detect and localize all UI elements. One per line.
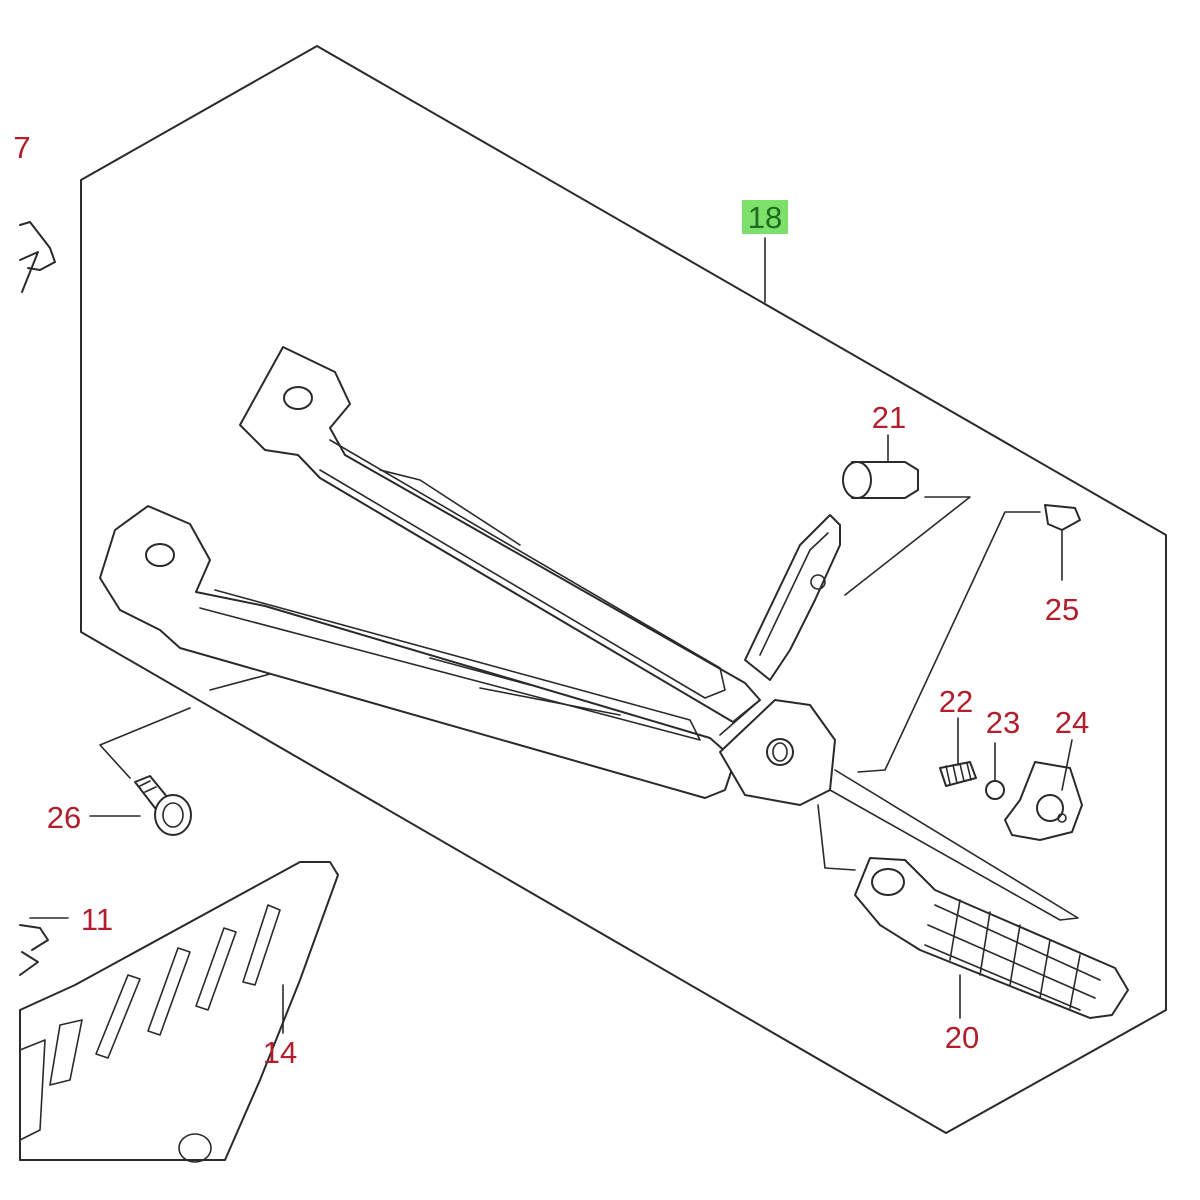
plate-part-24: [1004, 739, 1083, 841]
ball-part-23: [985, 742, 1005, 800]
label-11[interactable]: 11: [81, 902, 113, 937]
heel-plate-part-14: [19, 861, 339, 1163]
label-23[interactable]: 23: [986, 705, 1020, 740]
label-24[interactable]: 24: [1055, 705, 1089, 740]
label-26[interactable]: 26: [47, 800, 81, 835]
leader-24: [1061, 739, 1073, 791]
alignment-line-20: [817, 804, 856, 871]
label-20[interactable]: 20: [945, 1020, 979, 1055]
clip-part-25: [1044, 504, 1081, 581]
spring-part-22: [939, 717, 977, 787]
pin-part-21: [842, 434, 919, 499]
label-22[interactable]: 22: [939, 684, 973, 719]
alignment-line-25: [857, 511, 1041, 773]
alignment-line-21: [719, 496, 971, 736]
label-21[interactable]: 21: [872, 400, 906, 435]
highlight-18: [742, 200, 788, 234]
footpeg-part-20: [854, 857, 1129, 1019]
bolt-part-26: [89, 775, 192, 836]
part-11-partial: [19, 917, 69, 976]
bracket-part-18: [99, 346, 1079, 921]
assembly-outline: [80, 45, 1167, 1134]
label-18[interactable]: 18: [748, 200, 782, 235]
part-7-partial: [19, 221, 56, 293]
label-14[interactable]: 14: [263, 1035, 297, 1070]
label-7[interactable]: 7: [13, 130, 30, 165]
alignment-line-26: [99, 673, 271, 779]
label-25[interactable]: 25: [1045, 592, 1079, 627]
